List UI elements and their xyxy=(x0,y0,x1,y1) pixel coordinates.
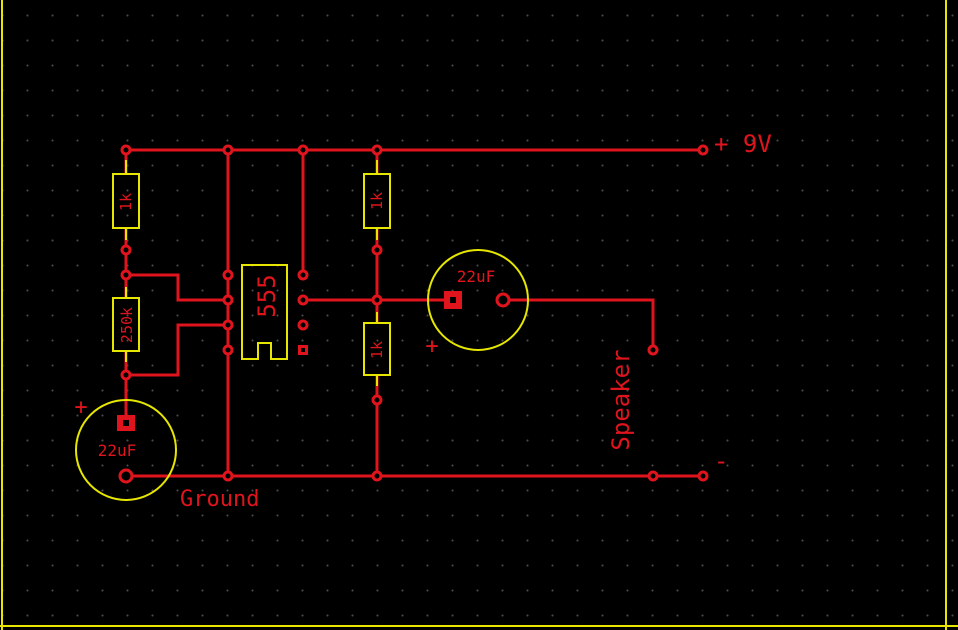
cap-output-value: 22uF xyxy=(457,267,496,286)
minus-label: - xyxy=(714,447,728,475)
pot-value: 250k xyxy=(118,307,136,343)
capacitor-outline-output xyxy=(427,249,529,351)
r1-value: 1k xyxy=(117,193,135,211)
round-pads xyxy=(118,144,709,484)
ic-label: 555 xyxy=(253,274,281,317)
square-pads xyxy=(117,291,462,431)
cap-timing-plus: + xyxy=(74,395,87,420)
speaker-label: Speaker xyxy=(607,349,635,450)
capacitor-outline-timing xyxy=(75,399,177,501)
r2-value: 1k xyxy=(368,192,386,210)
supply-label: + 9V xyxy=(714,130,772,158)
ground-label: Ground xyxy=(180,487,259,512)
r3-value: 1k xyxy=(368,341,386,359)
cap-output-plus: + xyxy=(425,334,438,359)
ic-outline xyxy=(241,264,288,360)
cap-timing-value: 22uF xyxy=(98,441,137,460)
silkscreen xyxy=(75,160,529,501)
